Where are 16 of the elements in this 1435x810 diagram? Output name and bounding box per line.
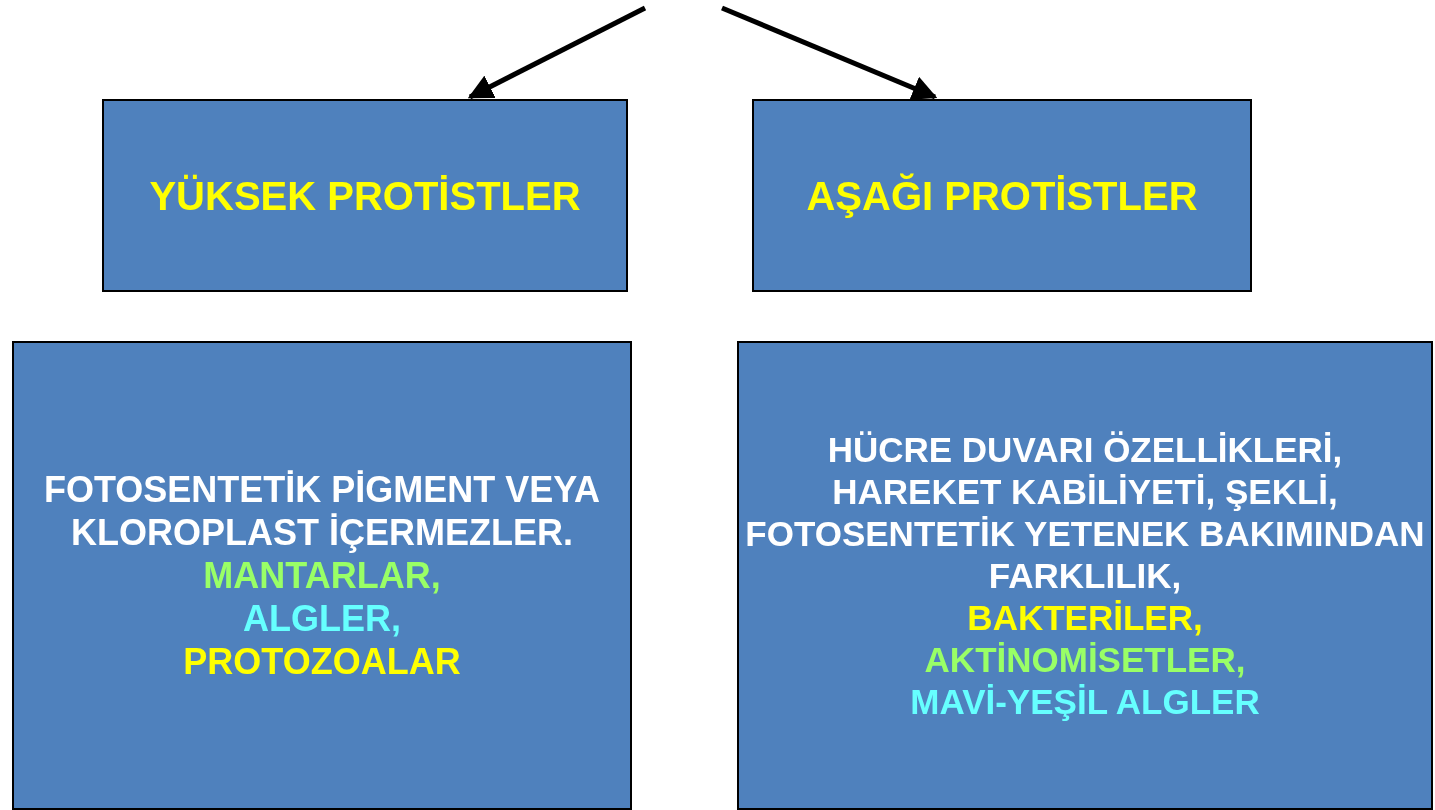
- box-title: AŞAĞI PROTİSTLER: [806, 172, 1198, 220]
- box-title: YÜKSEK PROTİSTLER: [149, 172, 581, 220]
- arrow: [721, 5, 938, 100]
- box-text: HÜCRE DUVARI ÖZELLİKLERİ, HAREKET KABİLİYETİ, ŞEKLİ, FOTOSENTETİK YETENEK BAKIMINDAN FARKLILIK,: [744, 428, 1426, 597]
- category-box: [102, 99, 628, 292]
- box-text: FOTOSENTETİK PİGMENT VEYA KLOROPLAST İÇERMEZLER.: [42, 467, 602, 554]
- category-box: [737, 341, 1433, 810]
- box-text: ALGLER,: [243, 597, 401, 641]
- box-text: BAKTERİLER,: [967, 596, 1203, 639]
- category-box: [752, 99, 1252, 292]
- box-text: MAVİ-YEŞİL ALGLER: [910, 680, 1260, 723]
- box-text: MANTARLAR,: [203, 553, 441, 598]
- box-text: PROTOZOALAR: [183, 640, 461, 684]
- category-box: [12, 341, 632, 810]
- arrow: [467, 5, 647, 100]
- box-text: AKTİNOMİSETLER,: [924, 638, 1246, 681]
